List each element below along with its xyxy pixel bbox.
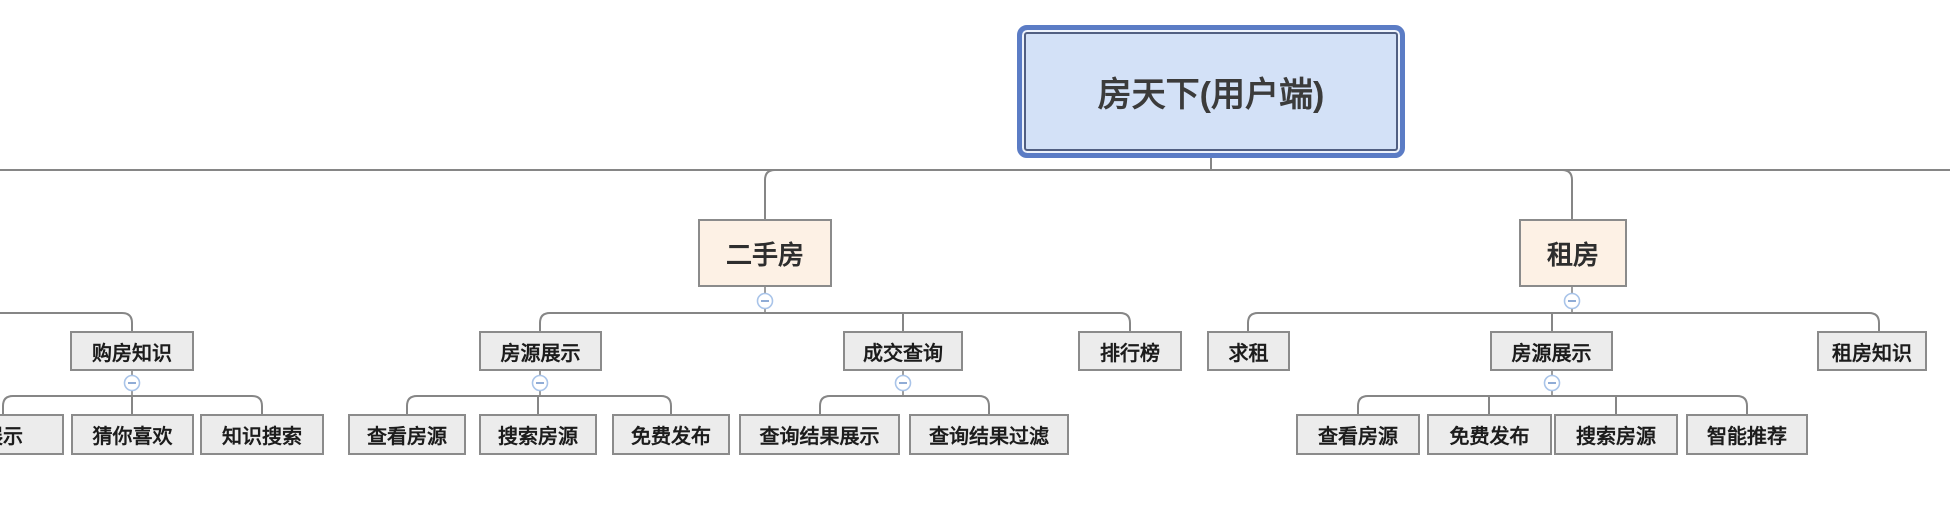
node-cainixihuan[interactable]: 猜你喜欢 [71,414,194,455]
collapse-button[interactable] [756,292,774,310]
node-fangyuan-zhanshi-2[interactable]: 房源展示 [1490,331,1613,371]
collapse-button[interactable] [1543,374,1561,392]
connector-line [539,312,1131,331]
node-chengjiao-chaxun[interactable]: 成交查询 [843,331,963,371]
node-chaxun-jieguo-zhanshi[interactable]: 查询结果展示 [739,414,900,455]
connector-line [1357,395,1748,414]
connector-line [764,169,776,219]
connector-line [406,395,672,414]
node-zhishi-sousuo[interactable]: 知识搜索 [200,414,324,455]
node-chakan-fangyuan-1[interactable]: 查看房源 [348,414,466,455]
connector-line [1247,312,1880,331]
node-zhineng-tuijian[interactable]: 智能推荐 [1686,414,1808,455]
node-zufang-zhishi[interactable]: 租房知识 [1817,331,1927,371]
node-qiuzu[interactable]: 求租 [1207,331,1290,371]
node-fangyuan-zhanshi-1[interactable]: 房源展示 [479,331,602,371]
node-chaxun-jieguo-guolv[interactable]: 查询结果过滤 [909,414,1069,455]
collapse-button[interactable] [531,374,549,392]
node-sousuo-fangyuan-1[interactable]: 搜索房源 [479,414,597,455]
connector-line [0,312,133,331]
collapse-button[interactable] [894,374,912,392]
connector-line [2,395,263,414]
node-zufang[interactable]: 租房 [1519,219,1627,287]
node-chakan-fangyuan-2[interactable]: 查看房源 [1296,414,1420,455]
node-mianfei-fabu-1[interactable]: 免费发布 [612,414,730,455]
connector-line [819,395,990,414]
collapse-button[interactable] [123,374,141,392]
node-root[interactable]: 房天下(用户端) [1017,25,1405,158]
node-ershoufang[interactable]: 二手房 [698,219,832,287]
node-goufang-zhishi[interactable]: 购房知识 [70,331,194,371]
node-zhanshi-clipped[interactable]: 展示 [0,414,64,455]
node-sousuo-fangyuan-2[interactable]: 搜索房源 [1554,414,1678,455]
node-paihangbang[interactable]: 排行榜 [1078,331,1182,371]
connector-line [1561,169,1573,219]
collapse-button[interactable] [1563,292,1581,310]
node-mianfei-fabu-2[interactable]: 免费发布 [1427,414,1552,455]
